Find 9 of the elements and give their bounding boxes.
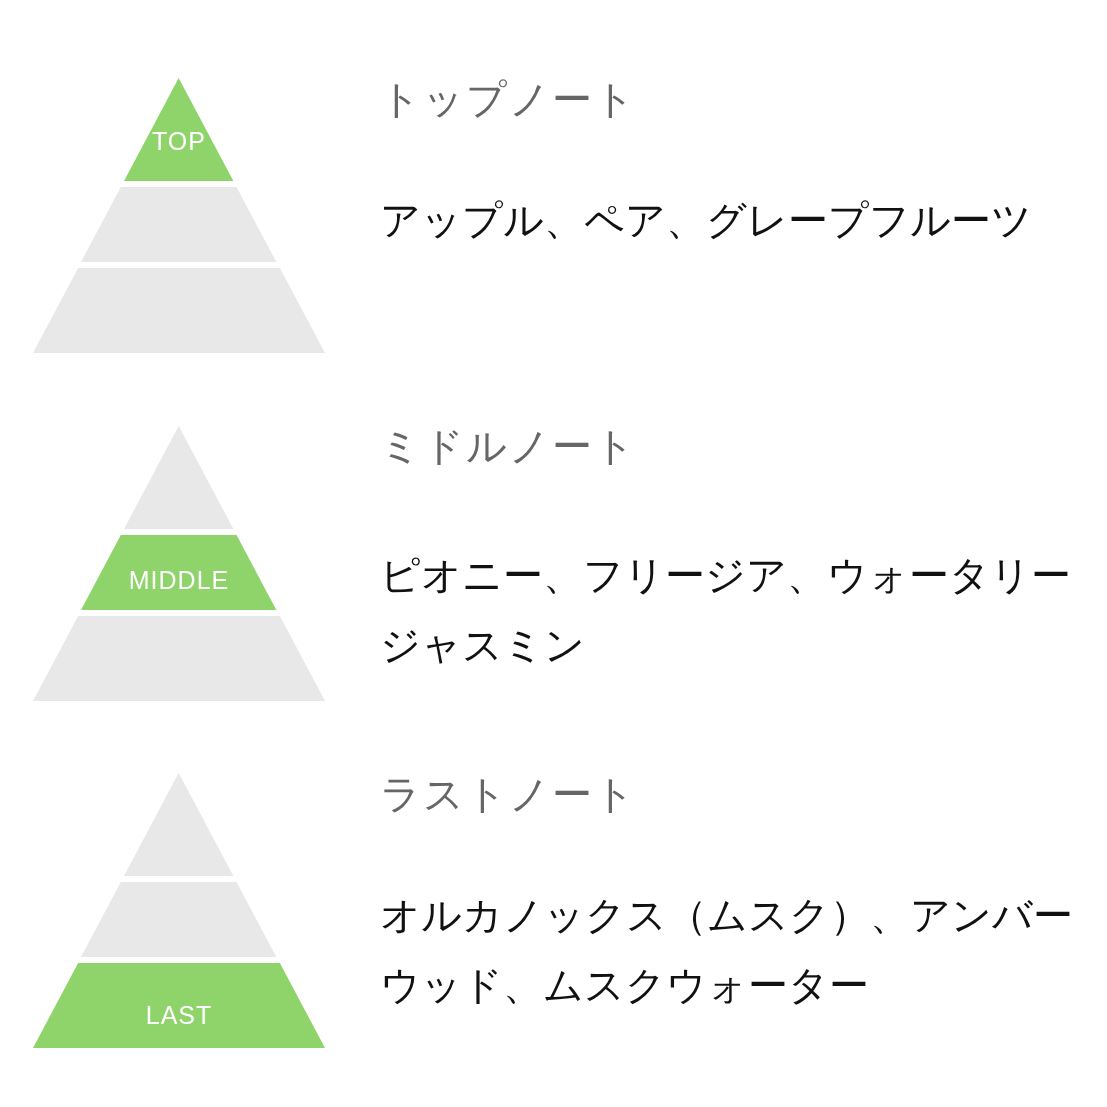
note-description: オルカノックス（ムスク）、アンバーウッド、ムスクウォーター: [380, 891, 1074, 1010]
tier-label: TOP: [151, 126, 207, 156]
note-heading: ラストノート: [380, 770, 637, 818]
tier-label: MIDDLE: [127, 566, 231, 595]
note-description: ピオニー、フリージア、ウォータリージャスミン: [380, 551, 1072, 670]
note-description: アップル、ペア、グレープフルーツ: [380, 196, 1033, 245]
note-heading: ミドルノート: [380, 422, 637, 470]
note-heading: トップノート: [380, 75, 637, 123]
tier-label: LAST: [144, 1000, 214, 1030]
